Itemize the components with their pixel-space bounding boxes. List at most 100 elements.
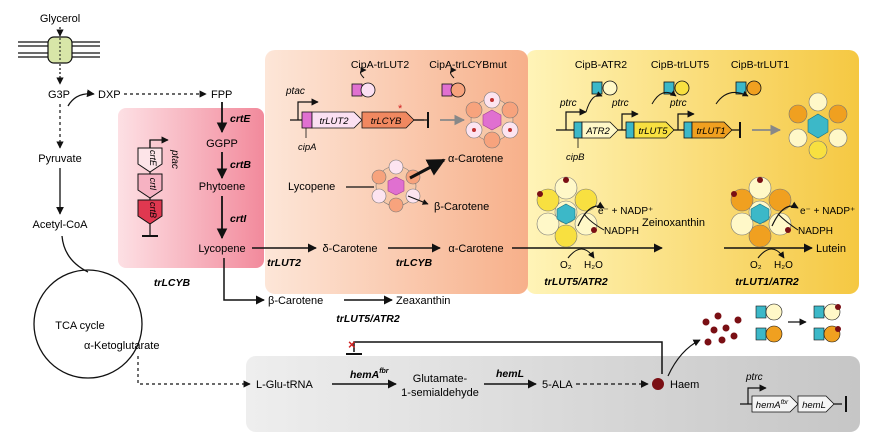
ATR2-protein-icon	[602, 80, 618, 96]
enzyme-trLUT5-ATR2: trLUT5/ATR2	[544, 276, 608, 288]
gene-cipB-box-2	[625, 121, 635, 139]
metabolite-glu-trna: L-Glu-tRNA	[256, 379, 314, 391]
metabolite-beta-carotene-inset: β-Carotene	[434, 201, 489, 213]
cipB-tag-icon-2	[663, 81, 675, 95]
metabolite-acetyl-coa: Acetyl-CoA	[32, 219, 88, 231]
trLUT1-protein-icon	[746, 80, 762, 96]
label-cipA-trLUT2: CipA-trLUT2	[351, 59, 410, 71]
cofactor-o2-1: O₂	[560, 260, 572, 271]
gene-crtB-label: crtB	[148, 202, 158, 218]
gene-crtE-label: crtE	[148, 150, 158, 167]
haem-molecules-icon	[702, 312, 742, 346]
gene-cipB-box-3	[683, 121, 693, 139]
cipA-tag-icon-2	[441, 83, 453, 97]
gene-trLCYB-box	[361, 111, 415, 129]
cipA-assembly-icon	[465, 91, 519, 149]
gene-cipB-box-1	[573, 121, 583, 139]
metabolite-lycopene-inset: Lycopene	[288, 181, 335, 193]
tca-cycle-circle	[33, 269, 143, 379]
cofactor-nadph-2: NADPH	[798, 226, 833, 237]
metabolite-zeaxanthin: Zeaxanthin	[396, 295, 450, 307]
cipB-complex-haem-2	[730, 176, 792, 248]
metabolite-zeinoxanthin: Zeinoxanthin	[642, 217, 705, 229]
promoter-ptrc-3: ptrc	[669, 98, 687, 109]
metabolite-dxp: DXP	[98, 89, 121, 101]
cipB-tag-icon-3	[735, 81, 747, 95]
metabolite-phytoene: Phytoene	[199, 181, 245, 193]
label-cipA-trLCYBmut: CipA-trLCYBmut	[429, 59, 507, 71]
metabolite-haem: Haem	[670, 379, 699, 391]
gene-hemL-box	[797, 395, 835, 413]
cipB-complex-haem-1	[536, 176, 598, 248]
gene-trLUT1-label: trLUT1	[696, 126, 725, 137]
haem-icon	[652, 378, 664, 390]
promoter-ptrc-2: ptrc	[611, 98, 629, 109]
metabolite-5-ala: 5-ALA	[542, 379, 573, 391]
metabolite-beta-carotene: β-Carotene	[268, 295, 323, 307]
cofactor-o2-2: O₂	[750, 260, 762, 271]
metabolite-fpp: FPP	[211, 89, 232, 101]
feedback-blocked-cross: ×	[348, 337, 356, 352]
enzyme-trLUT5-ATR2-zea: trLUT5/ATR2	[336, 313, 400, 325]
cipB-tag-icon-1	[591, 81, 603, 95]
arrow-lycopene-beta	[223, 258, 265, 305]
metabolite-alpha-ketoglutarate: α-Ketoglutarate	[84, 340, 159, 352]
gene-crtB-box	[137, 199, 163, 225]
metabolite-ggpp: GGPP	[206, 138, 238, 150]
metabolite-gsa-line1: Glutamate-	[413, 373, 468, 385]
connector-acetyl-tca	[61, 235, 89, 273]
metabolite-lycopene: Lycopene	[198, 243, 245, 255]
gene-hemL-label: hemL	[802, 400, 826, 411]
metabolite-pyruvate: Pyruvate	[38, 153, 81, 165]
metabolite-alpha-carotene-inset: α-Carotene	[448, 153, 503, 165]
hem-construct: ptrc hemAfbr hemL	[740, 372, 847, 413]
metabolite-lutein: Lutein	[816, 243, 846, 255]
enzyme-crtE: crtE	[230, 113, 251, 125]
gene-trLUT2-box	[311, 111, 363, 129]
gene-crtE-box	[137, 147, 163, 173]
label-cipB-trLUT1: CipB-trLUT1	[731, 59, 790, 71]
gene-trLCYB-label: trLCYB	[371, 116, 402, 127]
enzyme-hemA: hemAfbr	[350, 368, 390, 381]
enzyme-crtI: crtI	[230, 213, 247, 225]
feedback-inhibition-line	[353, 341, 663, 374]
panel-yellow	[526, 50, 859, 294]
promoter-ptac-mid: ptac	[285, 86, 305, 97]
promoter-ptrc-haem: ptrc	[745, 372, 763, 383]
panel-grey	[246, 356, 860, 432]
gene-trLUT5-label: trLUT5	[638, 126, 668, 137]
trLUT2-protein-icon	[360, 82, 376, 98]
metabolite-glycerol: Glycerol	[40, 13, 80, 25]
cofactor-nadp-2: e⁻ + NADP⁺	[800, 206, 855, 217]
gene-cipA-label: cipA	[298, 142, 316, 153]
gene-ATR2-box	[581, 121, 619, 139]
gene-crtI-box	[137, 173, 163, 199]
promoter-ptrc-1: ptrc	[559, 98, 577, 109]
cipA-tag-icon	[351, 83, 363, 97]
cofactor-h2o-1: H₂O	[584, 260, 603, 271]
crt-operon-construct: ptac crtE crtI crtB	[137, 136, 180, 237]
mutation-star: *	[398, 103, 403, 115]
metabolite-g3p: G3P	[48, 89, 70, 101]
enzyme-trLCYB-side: trLCYB	[154, 277, 191, 289]
cipA-construct: ptac trLUT2 trLCYB * cipA	[285, 86, 429, 153]
arrow-inset-beta	[407, 195, 429, 205]
gene-cipB-label: cipB	[566, 152, 585, 163]
label-cipB-trLUT5: CipB-trLUT5	[651, 59, 710, 71]
cipB-assembly-icon	[788, 92, 848, 160]
cipB-construct: ptrc ATR2 ptrc trLUT5 ptrc trLUT1 cipB	[556, 90, 749, 163]
gene-trLUT2-label: trLUT2	[319, 116, 349, 127]
cofactor-nadp-1: e⁻ + NADP⁺	[598, 206, 653, 217]
enzyme-trLUT1-ATR2: trLUT1/ATR2	[735, 276, 799, 288]
arrow-inset-alpha	[409, 158, 446, 180]
gene-cipA-box	[301, 111, 313, 129]
enzyme-trLUT2: trLUT2	[267, 257, 301, 269]
gene-ATR2-label: ATR2	[585, 126, 610, 137]
enzyme-trLCYB: trLCYB	[396, 257, 433, 269]
arrow-o2-h2o-2	[757, 248, 785, 259]
gene-trLUT1-box	[691, 121, 733, 139]
arrow-g3p-dxp	[67, 89, 95, 107]
arrow-akg-glutrna	[137, 356, 251, 388]
gene-trLUT5-box	[633, 121, 675, 139]
